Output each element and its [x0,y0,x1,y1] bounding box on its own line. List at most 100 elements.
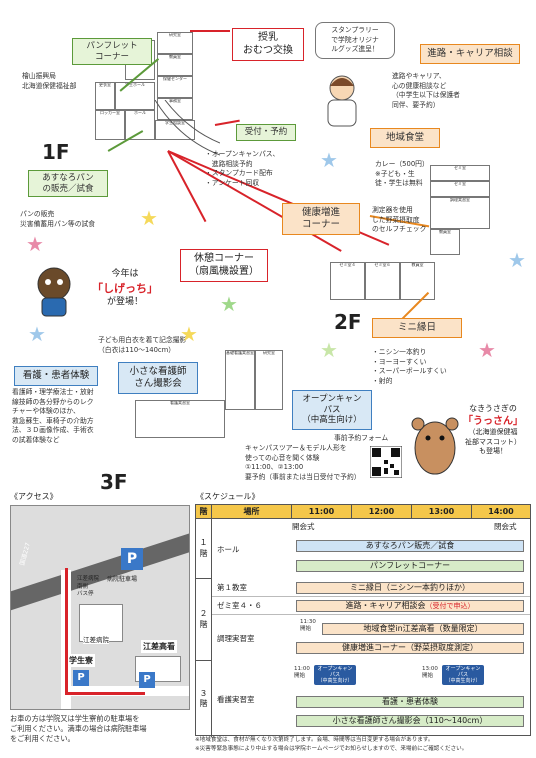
little-nurse-callout: 小さな看護師 さん撮影会 [118,362,198,394]
oc-badge-2: オープンキャンパス （中高生向け） [442,665,484,685]
shigecchi-mascot [37,267,71,317]
bread-note: パンの販売 災害備蓄用パン等の試食 [20,210,96,228]
room-2f-a: ゼミ室 [430,165,490,181]
route-line [65,568,68,694]
ussan-mascot [411,417,459,475]
floor-1f-curve [154,100,220,156]
star-decoration: ★ [140,206,158,230]
access-title: 《アクセス》 [10,492,58,501]
schedule-header [196,505,530,519]
header-place: 場所 [212,505,292,519]
floor-plan-3f: 看護実習室 基礎看護実習室 研究室 [135,340,285,440]
event-career-label: 進路・キャリア相談会 [345,601,426,610]
schedule-table: 階 場所 11:00 12:00 13:00 14:00 １ 階 ホール 開会式… [195,504,531,737]
oc-start-2: 13:00 開始 [422,666,438,679]
place-nursing: 看護実習室 [217,694,255,704]
mascot-2-text: なきうさぎの 「うっさん」 （北海道保健福 祉部マスコット） も登場！ [452,404,534,457]
opening-ceremony: 開会式 [292,522,315,531]
health-note: 測定器を使用 した野菜摂取度 のセルフチェック [372,206,427,234]
mascot-1-intro: 今年は [111,269,139,279]
star-decoration: ★ [478,338,496,362]
pamphlet-note: 檜山振興局 北海道保健福祉部 [22,72,77,90]
access-map: 国道227 P 病院駐車場 江差病院 南側 バス停 江差病院 学生寮 P 江差高… [10,505,190,710]
parking-note: お車の方は学院又は学生寮前の駐車場を ご利用ください。満車の場合は病院駐車場 を… [10,714,147,744]
route-line [65,692,145,695]
floor-cell-2: ２ 階 [196,579,212,661]
star-decoration: ★ [220,292,238,316]
room-1f-f: ホール [125,110,155,140]
event-nursing: 看護・患者体験 [296,696,524,708]
event-pamphlet: パンフレットコーナー [296,560,524,572]
room-2f-e: ゼミ室４ [330,262,365,300]
dorm-parking-p: P [73,670,89,686]
reception-note: ・オープンキャンパス、 進路相談予約 ・スタンプカード配布 ・アンケート回収 [205,150,280,187]
event-bread: あすなろパン販売／試食 [296,540,524,552]
festival-note: ・ニシン一本釣り ・ヨーヨーすくい ・スーパーボールすくい ・射的 [372,348,447,385]
header-time-1400: 14:00 [488,507,514,516]
event-health: 健康増進コーナー（野菜摂取度測定） [296,642,524,654]
career-callout: 進路・キャリア相談 [420,44,520,64]
rest-callout: 休憩コーナー （扇風機設置） [180,249,268,282]
footnote-2: ※災害等緊急事態により中止する場合は学院ホームページでお知らせしますので、来場前… [195,746,468,752]
schedule-title: 《スケジュール》 [196,492,260,501]
room-2f-d: 教員室 [430,229,460,255]
floor-plan-2f: ゼミ室 ゼミ室 調理実習室 教員室 [430,165,492,260]
nursing-exp-note: 看護師・理学療法士・放射 線技師の各分野からのレク チャーや体験のほか、 救急蘇… [12,388,94,444]
school-parking-p: P [139,672,155,688]
star-decoration: ★ [320,148,338,172]
festival-callout: ミニ縁日 [372,318,462,338]
cafeteria-note: カレー（500円） ※子ども・生 徒・学生は無料 [375,160,429,188]
qr-code[interactable] [370,446,402,478]
mascot-2-intro: なきうさぎの [469,404,517,413]
kids-photo-note: 子ども用白衣を着て記念撮影 （白衣は110～140cm） [98,336,187,354]
star-decoration: ★ [26,232,44,256]
place-classroom1: 第１教室 [212,579,530,597]
star-decoration: ★ [508,248,526,272]
reserve-form-label: 事前予約フォーム [334,434,389,442]
floor-label-1f: 1F [42,140,70,164]
stamp-rally-bubble: スタンプラリー で学院オリジナ ルグッズ進呈！ [315,22,395,59]
hospital-label: 江差病院 [83,634,109,644]
room-2f-g: 教員室 [400,262,435,300]
event-career: 進路・キャリア相談会（受付で申込） [296,600,524,612]
room-1f-d: 学生ホール [115,82,155,110]
bus-stop-label: 江差病院 南側 バス停 [77,576,100,598]
cafeteria-callout: 地域食堂 [370,128,440,148]
parking-p: P [121,548,143,570]
road-label: 国道227 [18,541,32,567]
mascot-1-end: が登場！ [106,296,143,307]
bread-callout: あすなろパン の販売／試食 [28,170,108,198]
mascot-1-name: 「しげっち」 [92,281,158,295]
side-road [61,686,189,696]
header-time-1300: 13:00 [412,505,472,519]
pamphlet-callout: パンフレット コーナー [72,38,152,66]
room-3f-b: 基礎看護実習室 [225,350,255,410]
room-2f-b: ゼミ室 [430,181,490,197]
floor-label-2f: 2F [334,310,362,334]
room-2f-c: 調理実習室 [430,197,490,229]
connector-line [190,30,230,32]
room-1f-a: 研究室 [157,32,193,54]
room-3f-c: 研究室 [255,350,283,410]
footnote-1: ※地域食堂は、食材が無くなり次第終了します。会場、時間等は当日変更する場合があり… [195,737,434,743]
open-campus-callout: オープンキャンパス （中高生向け） [292,390,372,430]
oc-badge-1: オープンキャンパス （中高生向け） [314,665,356,685]
health-callout: 健康増進 コーナー [282,203,360,235]
open-campus-note: キャンパスツアー＆モデル人形を 使っての心音を聞く体験 ①11:00、②13:0… [245,444,361,481]
room-3f-a: 看護実習室 [135,400,225,438]
mascot-1-text: 今年は 「しげっち」 が登場！ [85,268,165,309]
floor-plan-2f-wing: ゼミ室４ ゼミ室６ 教員室 [330,262,440,302]
room-1f-c: 保健センター [157,76,193,98]
road-227 [11,516,189,614]
room-1f-b: 教員室 [157,54,193,76]
header-time-1200: 12:00 [352,505,412,519]
header-time-1100: 11:00 [292,505,352,519]
place-cooking: 調理実習室 [217,633,255,643]
star-decoration: ★ [320,338,338,362]
event-photo: 小さな看護師さん撮影会（110～140cm） [296,715,524,727]
closing-ceremony: 閉会式 [494,522,517,531]
header-floor: 階 [196,505,212,519]
mascot-2-name: 「うっさん」 [463,415,523,427]
event-festival: ミニ縁日（ニシン一本釣りほか） [296,582,524,594]
room-2f-f: ゼミ室６ [365,262,400,300]
